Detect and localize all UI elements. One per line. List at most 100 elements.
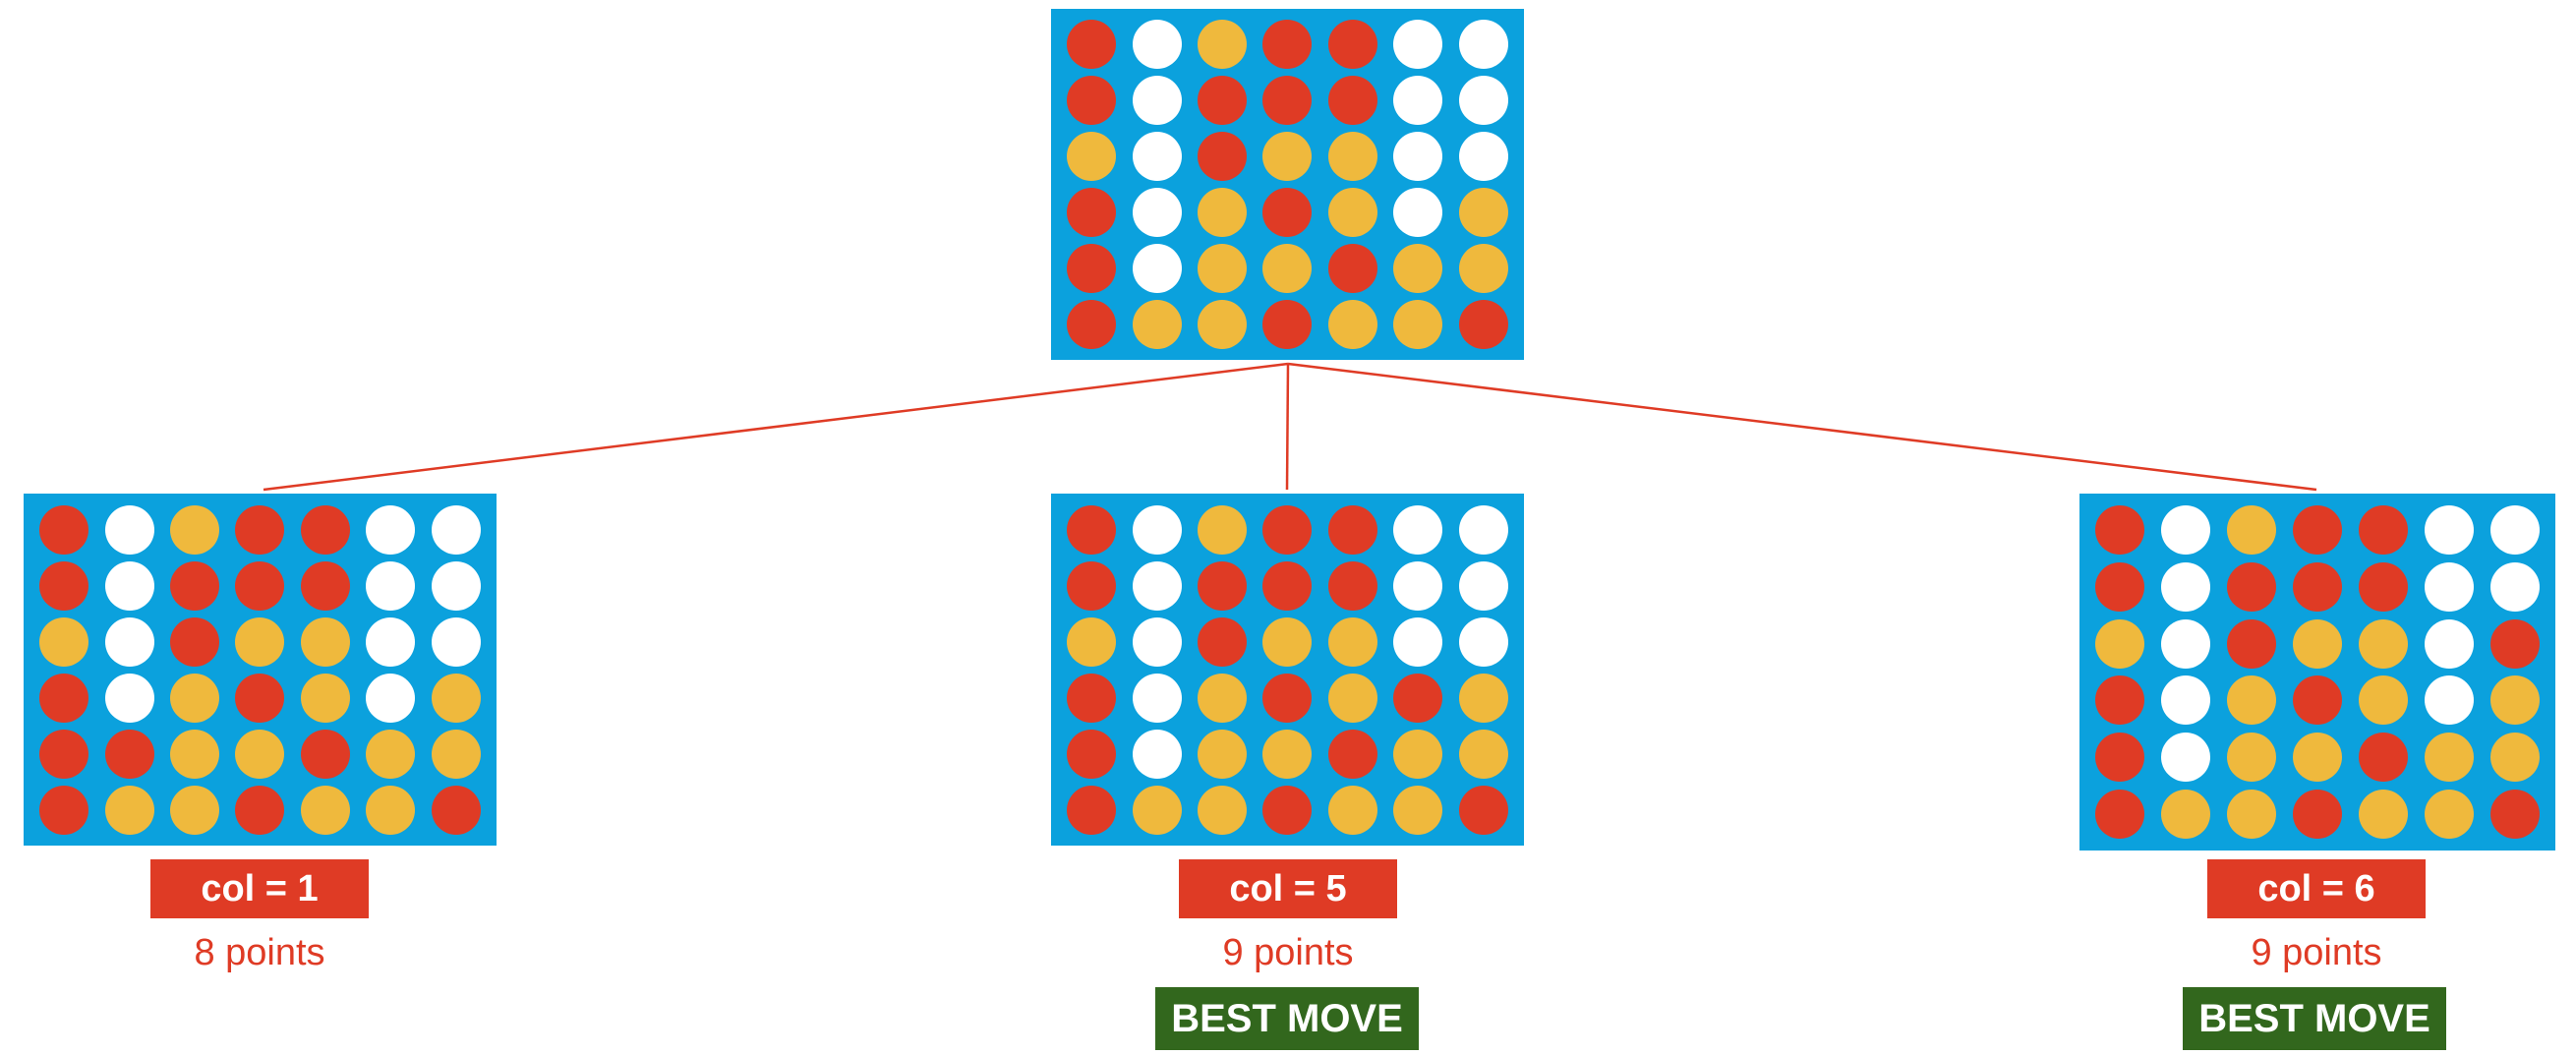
child3-disc-r2-c7-empty [2489, 561, 2540, 612]
child1-disc-r2-c3-red [170, 560, 220, 611]
child2-disc-r6-c4-red [1262, 785, 1313, 835]
root-disc-r4-c4-red [1262, 187, 1313, 237]
child3-disc-r3-c2-empty [2161, 618, 2211, 669]
child2-disc-r4-c6-red [1393, 673, 1443, 723]
child3-disc-r5-c5-red [2358, 733, 2408, 783]
child1-disc-r5-c1-red [39, 729, 89, 779]
root-disc-r3-c4-yellow [1262, 132, 1313, 182]
child1-disc-r5-c5-red [300, 729, 350, 779]
child1-disc-r2-c5-red [300, 560, 350, 611]
child2-disc-r1-c7-empty [1458, 504, 1508, 555]
child3-disc-r2-c5-red [2358, 561, 2408, 612]
child2-disc-r1-c5-red [1327, 504, 1377, 555]
child1-disc-r4-c1-red [39, 673, 89, 723]
child2-disc-r2-c5-red [1327, 560, 1377, 611]
child1-disc-r1-c5-red [300, 504, 350, 555]
child1-disc-r2-c4-red [235, 560, 285, 611]
root-disc-r4-c1-red [1067, 187, 1117, 237]
child3-disc-r5-c2-empty [2161, 733, 2211, 783]
child3-disc-r6-c6-yellow [2424, 790, 2474, 840]
child1-disc-r3-c4-yellow [235, 616, 285, 667]
root-disc-r2-c5-red [1327, 76, 1377, 126]
child3-disc-r3-c7-red [2489, 618, 2540, 669]
child1-disc-r6-c6-yellow [366, 785, 416, 835]
child2-disc-r1-c6-empty [1393, 504, 1443, 555]
child2-disc-r6-c6-yellow [1393, 785, 1443, 835]
child3-disc-r6-c5-yellow [2358, 790, 2408, 840]
child3-disc-r1-c3-yellow [2227, 504, 2277, 555]
root-disc-r2-c1-red [1067, 76, 1117, 126]
child2-disc-r3-c4-yellow [1262, 616, 1313, 667]
child3-disc-r3-c6-empty [2424, 618, 2474, 669]
child2-disc-r2-c3-red [1198, 560, 1248, 611]
child2-disc-r3-c7-empty [1458, 616, 1508, 667]
child1-disc-r5-c2-red [104, 729, 154, 779]
child1-disc-r6-c5-yellow [300, 785, 350, 835]
child2-disc-r5-c1-red [1067, 729, 1117, 779]
child2-disc-r5-c4-yellow [1262, 729, 1313, 779]
root-disc-r1-c7-empty [1458, 20, 1508, 70]
root-disc-r5-c3-yellow [1198, 243, 1248, 293]
root-disc-r4-c7-yellow [1458, 187, 1508, 237]
child2-disc-r6-c7-red [1458, 785, 1508, 835]
child1-disc-r6-c2-yellow [104, 785, 154, 835]
root-disc-r2-c2-empty [1132, 76, 1182, 126]
child2-disc-r2-c6-empty [1393, 560, 1443, 611]
child1-disc-r2-c2-empty [104, 560, 154, 611]
root-disc-r6-c4-red [1262, 299, 1313, 349]
child3-disc-r1-c1-red [2095, 504, 2145, 555]
root-board [1051, 9, 1524, 360]
child2-disc-r2-c7-empty [1458, 560, 1508, 611]
child2-disc-r1-c4-red [1262, 504, 1313, 555]
child1-disc-r1-c3-yellow [170, 504, 220, 555]
child3-disc-r4-c4-red [2292, 675, 2342, 726]
child1-disc-r4-c5-yellow [300, 673, 350, 723]
root-disc-r6-c5-yellow [1327, 299, 1377, 349]
root-disc-r2-c4-red [1262, 76, 1313, 126]
child2-disc-r6-c2-yellow [1132, 785, 1182, 835]
root-disc-r4-c3-yellow [1198, 187, 1248, 237]
child2-disc-r4-c3-yellow [1198, 673, 1248, 723]
root-disc-r5-c2-empty [1132, 243, 1182, 293]
child2-disc-r5-c5-red [1327, 729, 1377, 779]
child3-disc-r1-c6-empty [2424, 504, 2474, 555]
root-disc-r6-c3-yellow [1198, 299, 1248, 349]
child3-disc-r4-c5-yellow [2358, 675, 2408, 726]
child1-disc-r6-c4-red [235, 785, 285, 835]
child-board-col-5 [1051, 494, 1524, 846]
root-disc-r3-c3-red [1198, 132, 1248, 182]
child1-disc-r1-c4-red [235, 504, 285, 555]
child3-disc-r6-c1-red [2095, 790, 2145, 840]
child1-disc-r1-c7-empty [431, 504, 481, 555]
child3-disc-r1-c4-red [2292, 504, 2342, 555]
child1-disc-r4-c6-empty [366, 673, 416, 723]
root-disc-r5-c5-red [1327, 243, 1377, 293]
child1-disc-r3-c1-yellow [39, 616, 89, 667]
root-disc-r5-c4-yellow [1262, 243, 1313, 293]
child1-disc-r6-c3-yellow [170, 785, 220, 835]
root-disc-r1-c6-empty [1393, 20, 1443, 70]
child1-disc-r1-c6-empty [366, 504, 416, 555]
child3-disc-r4-c7-yellow [2489, 675, 2540, 726]
child3-disc-r6-c3-yellow [2227, 790, 2277, 840]
child1-disc-r3-c6-empty [366, 616, 416, 667]
root-disc-r1-c1-red [1067, 20, 1117, 70]
root-disc-r4-c6-empty [1393, 187, 1443, 237]
child2-disc-r4-c5-yellow [1327, 673, 1377, 723]
child3-disc-r3-c4-yellow [2292, 618, 2342, 669]
child3-disc-r2-c6-empty [2424, 561, 2474, 612]
child2-disc-r5-c6-yellow [1393, 729, 1443, 779]
child1-disc-r3-c3-red [170, 616, 220, 667]
child1-disc-r2-c1-red [39, 560, 89, 611]
child1-disc-r4-c4-red [235, 673, 285, 723]
child1-disc-r2-c7-empty [431, 560, 481, 611]
col-label-5: col = 5 [1179, 859, 1397, 918]
root-disc-r2-c7-empty [1458, 76, 1508, 126]
child2-disc-r3-c5-yellow [1327, 616, 1377, 667]
points-col-1: 8 points [194, 932, 325, 973]
root-disc-r1-c5-red [1327, 20, 1377, 70]
child2-disc-r1-c3-yellow [1198, 504, 1248, 555]
child2-disc-r3-c6-empty [1393, 616, 1443, 667]
points-col-6: 9 points [2251, 932, 2382, 973]
child2-disc-r1-c2-empty [1132, 504, 1182, 555]
